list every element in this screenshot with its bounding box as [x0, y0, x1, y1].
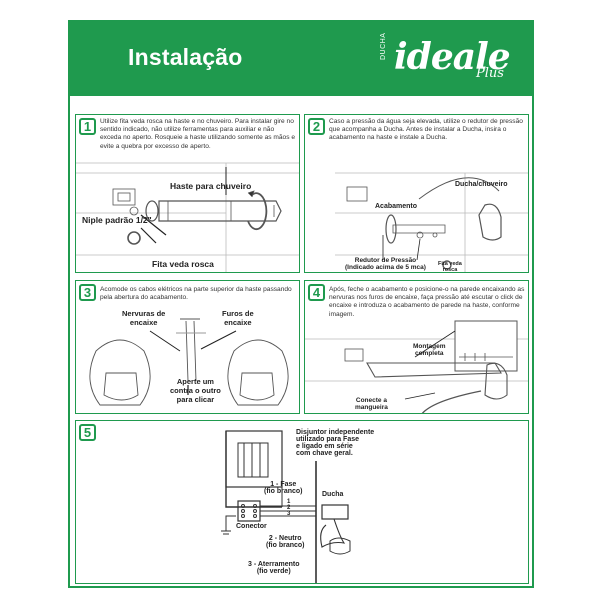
step-1-number: 1 [79, 118, 96, 135]
header-banner: Instalação DUCHA ideale Plus [70, 22, 532, 96]
label-ducha: Ducha [322, 491, 344, 498]
brand-logo: DUCHA ideale Plus [380, 30, 520, 90]
label-redutor-pressao: Redutor de Pressão (Indicado acima de 5 … [345, 257, 426, 271]
label-niple-padrao: Niple padrão 1/2" [82, 215, 152, 225]
label-nervuras-encaixe: Nervuras de encaixe [122, 309, 166, 327]
label-fita-veda-rosca-2: Fita veda rosca [438, 261, 462, 273]
step-2-panel: 2 Caso a pressão da água seja elevada, u… [304, 114, 529, 273]
label-neutro: 2 - Neutro (fio branco) [266, 535, 305, 549]
step-2-text: Caso a pressão da água seja elevada, uti… [329, 118, 523, 142]
label-terminal-1: 1 [287, 499, 291, 505]
logo-brand: ideale [394, 36, 511, 78]
step-4-text: Após, feche o acabamento e posicione-o n… [329, 286, 525, 318]
instruction-sheet: Instalação DUCHA ideale Plus 1 Utilize f… [68, 20, 534, 588]
label-terminal-2: 2 [287, 505, 291, 511]
step-2-illustration [335, 172, 528, 272]
label-acabamento: Acabamento [375, 203, 418, 210]
label-haste-chuveiro: Haste para chuveiro [170, 181, 252, 191]
logo-suffix: Plus [476, 66, 504, 81]
step-3-number: 3 [79, 284, 96, 301]
step-5-number: 5 [79, 424, 96, 441]
step-4-number: 4 [308, 284, 325, 301]
step-1-panel: 1 Utilize fita veda rosca na haste e no … [75, 114, 300, 273]
step-5-panel: 5 Disjunto [75, 420, 529, 584]
label-montagem-completa: Montagem completa [413, 343, 446, 357]
step-5-wiring-diagram [221, 430, 351, 583]
label-furos-encaixe: Furos de encaixe [222, 309, 254, 327]
step-3-panel: 3 Acomode os cabos elétricos na parte su… [75, 280, 300, 414]
label-disjuntor: Disjuntor independente utilizado para Fa… [296, 429, 375, 457]
step-1-illustration [76, 162, 299, 272]
label-ducha-chuveiro: Ducha/chuveiro [455, 181, 508, 188]
step-1-text: Utilize fita veda rosca na haste e no ch… [100, 118, 296, 150]
label-conecte-mangueira: Conecte a mangueira [355, 397, 388, 411]
label-aterramento: 3 - Aterramento (fio verde) [248, 561, 300, 575]
label-aperte: Aperte um contra o outro para clicar [170, 377, 221, 404]
step-2-number: 2 [308, 118, 325, 135]
step-4-panel: 4 Após, feche o acabamento e posicione-o… [304, 280, 529, 414]
label-fita-veda-rosca: Fita veda rosca [152, 259, 214, 269]
label-conector: Conector [236, 523, 267, 530]
label-fase: 1 - Fase (fio branco) [264, 481, 303, 495]
page-title: Instalação [128, 44, 243, 70]
label-terminal-3: 3 [287, 511, 291, 517]
step-3-illustration [89, 318, 289, 406]
step-3-text: Acomode os cabos elétricos na parte supe… [100, 286, 292, 302]
step-4-illustration [305, 320, 528, 413]
logo-prefix: DUCHA [380, 32, 387, 60]
